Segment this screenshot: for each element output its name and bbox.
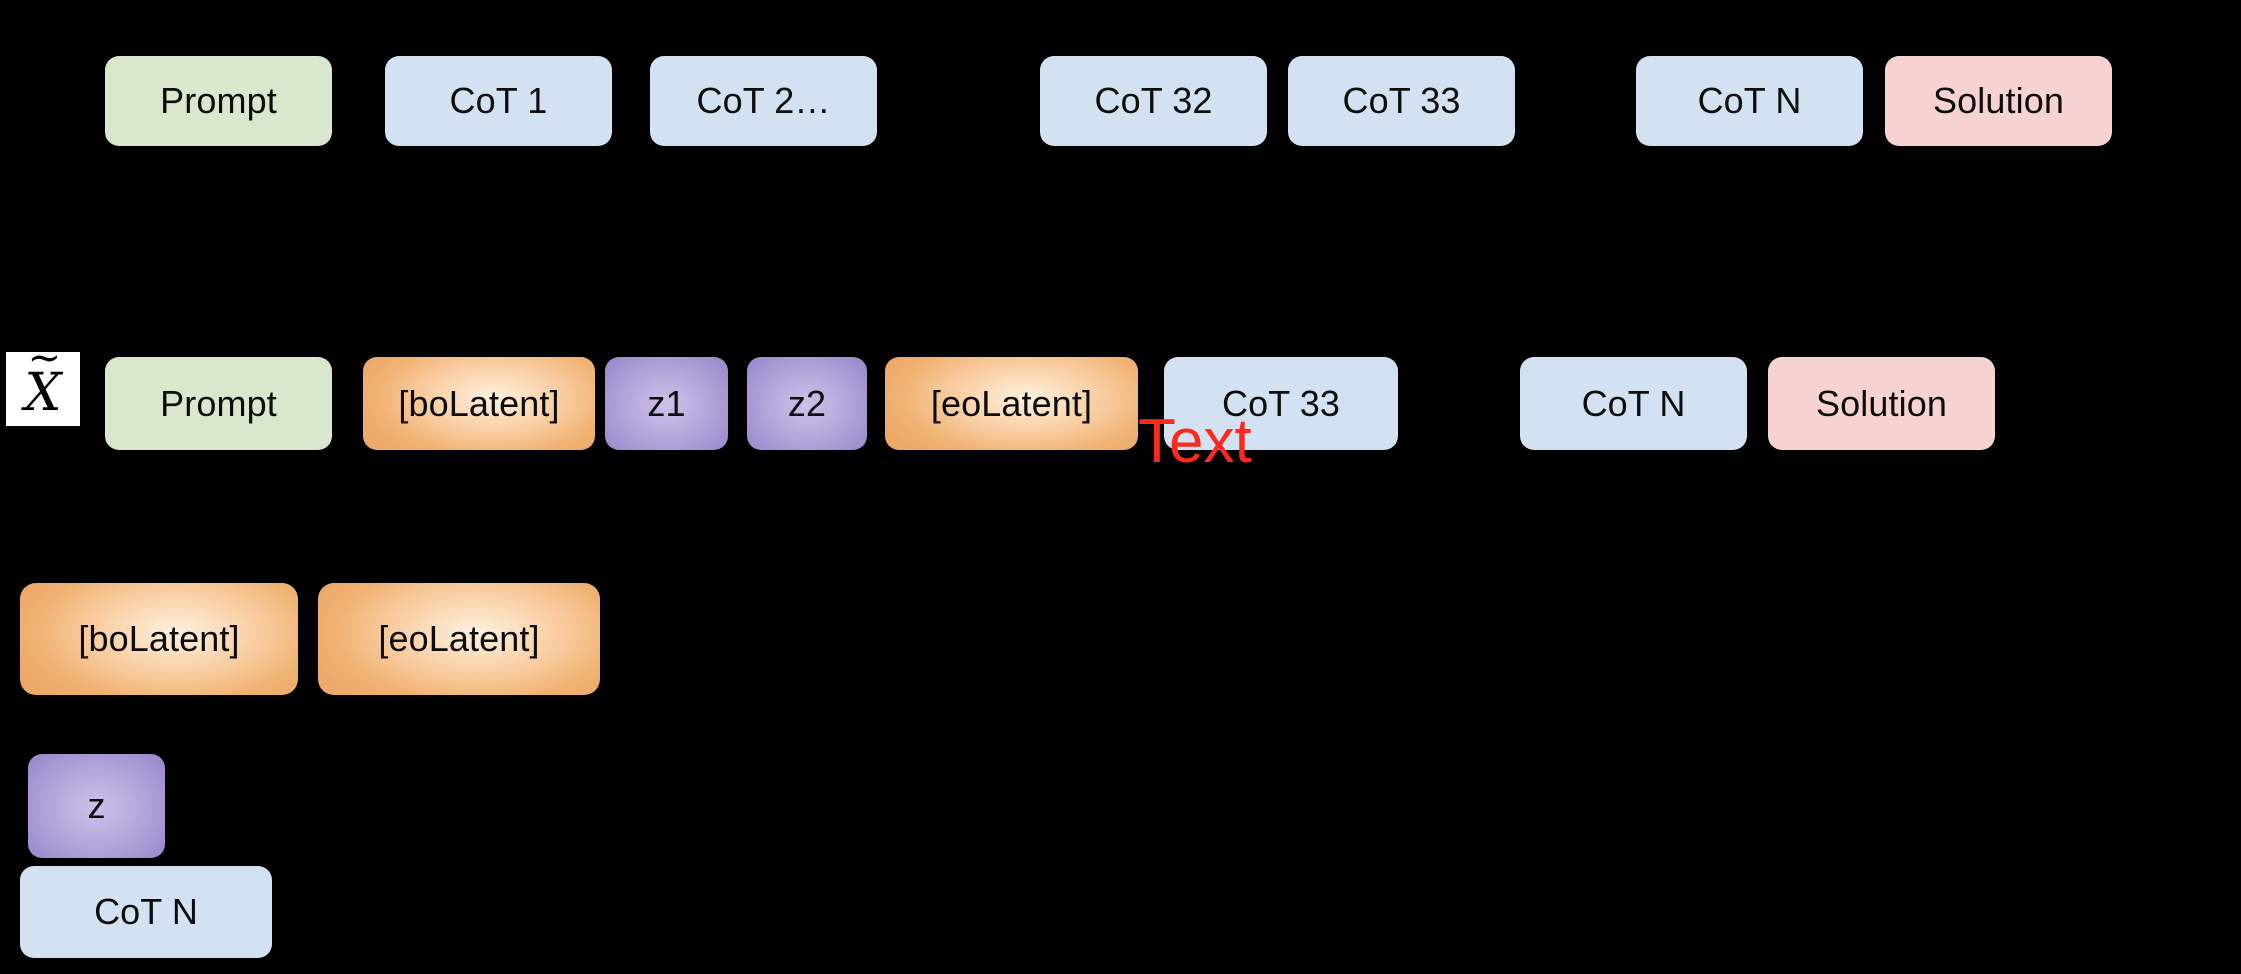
token-cot-32: CoT 32	[1040, 56, 1267, 146]
x-tilde-glyph: ~X	[24, 352, 61, 419]
token-cot-33-compressed: CoT 33	[1164, 357, 1398, 450]
token-prompt-compressed: Prompt	[105, 357, 332, 450]
legend-item-bolatent: [boLatent]	[20, 583, 298, 695]
token-cot-1: CoT 1	[385, 56, 612, 146]
token-eolatent: [eoLatent]	[885, 357, 1138, 450]
token-cot-n-original: CoT N	[1636, 56, 1863, 146]
token-cot-33-original: CoT 33	[1288, 56, 1515, 146]
tilde-accent: ~	[27, 352, 62, 381]
token-prompt-original: Prompt	[105, 56, 332, 146]
token-bolatent: [boLatent]	[363, 357, 595, 450]
x-base-letter: X	[24, 363, 62, 423]
text-annotation: Text	[1138, 407, 1252, 476]
token-z1: z1	[605, 357, 728, 450]
token-cot-n-compressed: CoT N	[1520, 357, 1747, 450]
legend-item-eolatent: [eoLatent]	[318, 583, 600, 695]
token-solution-compressed: Solution	[1768, 357, 1995, 450]
legend-item-z: z	[28, 754, 165, 858]
legend-item-cot-n: CoT N	[20, 866, 272, 958]
token-solution-original: Solution	[1885, 56, 2112, 146]
x-tilde-symbol: ~X	[6, 352, 80, 426]
token-z2: z2	[747, 357, 867, 450]
token-cot-2-ellipsis: CoT 2…	[650, 56, 877, 146]
